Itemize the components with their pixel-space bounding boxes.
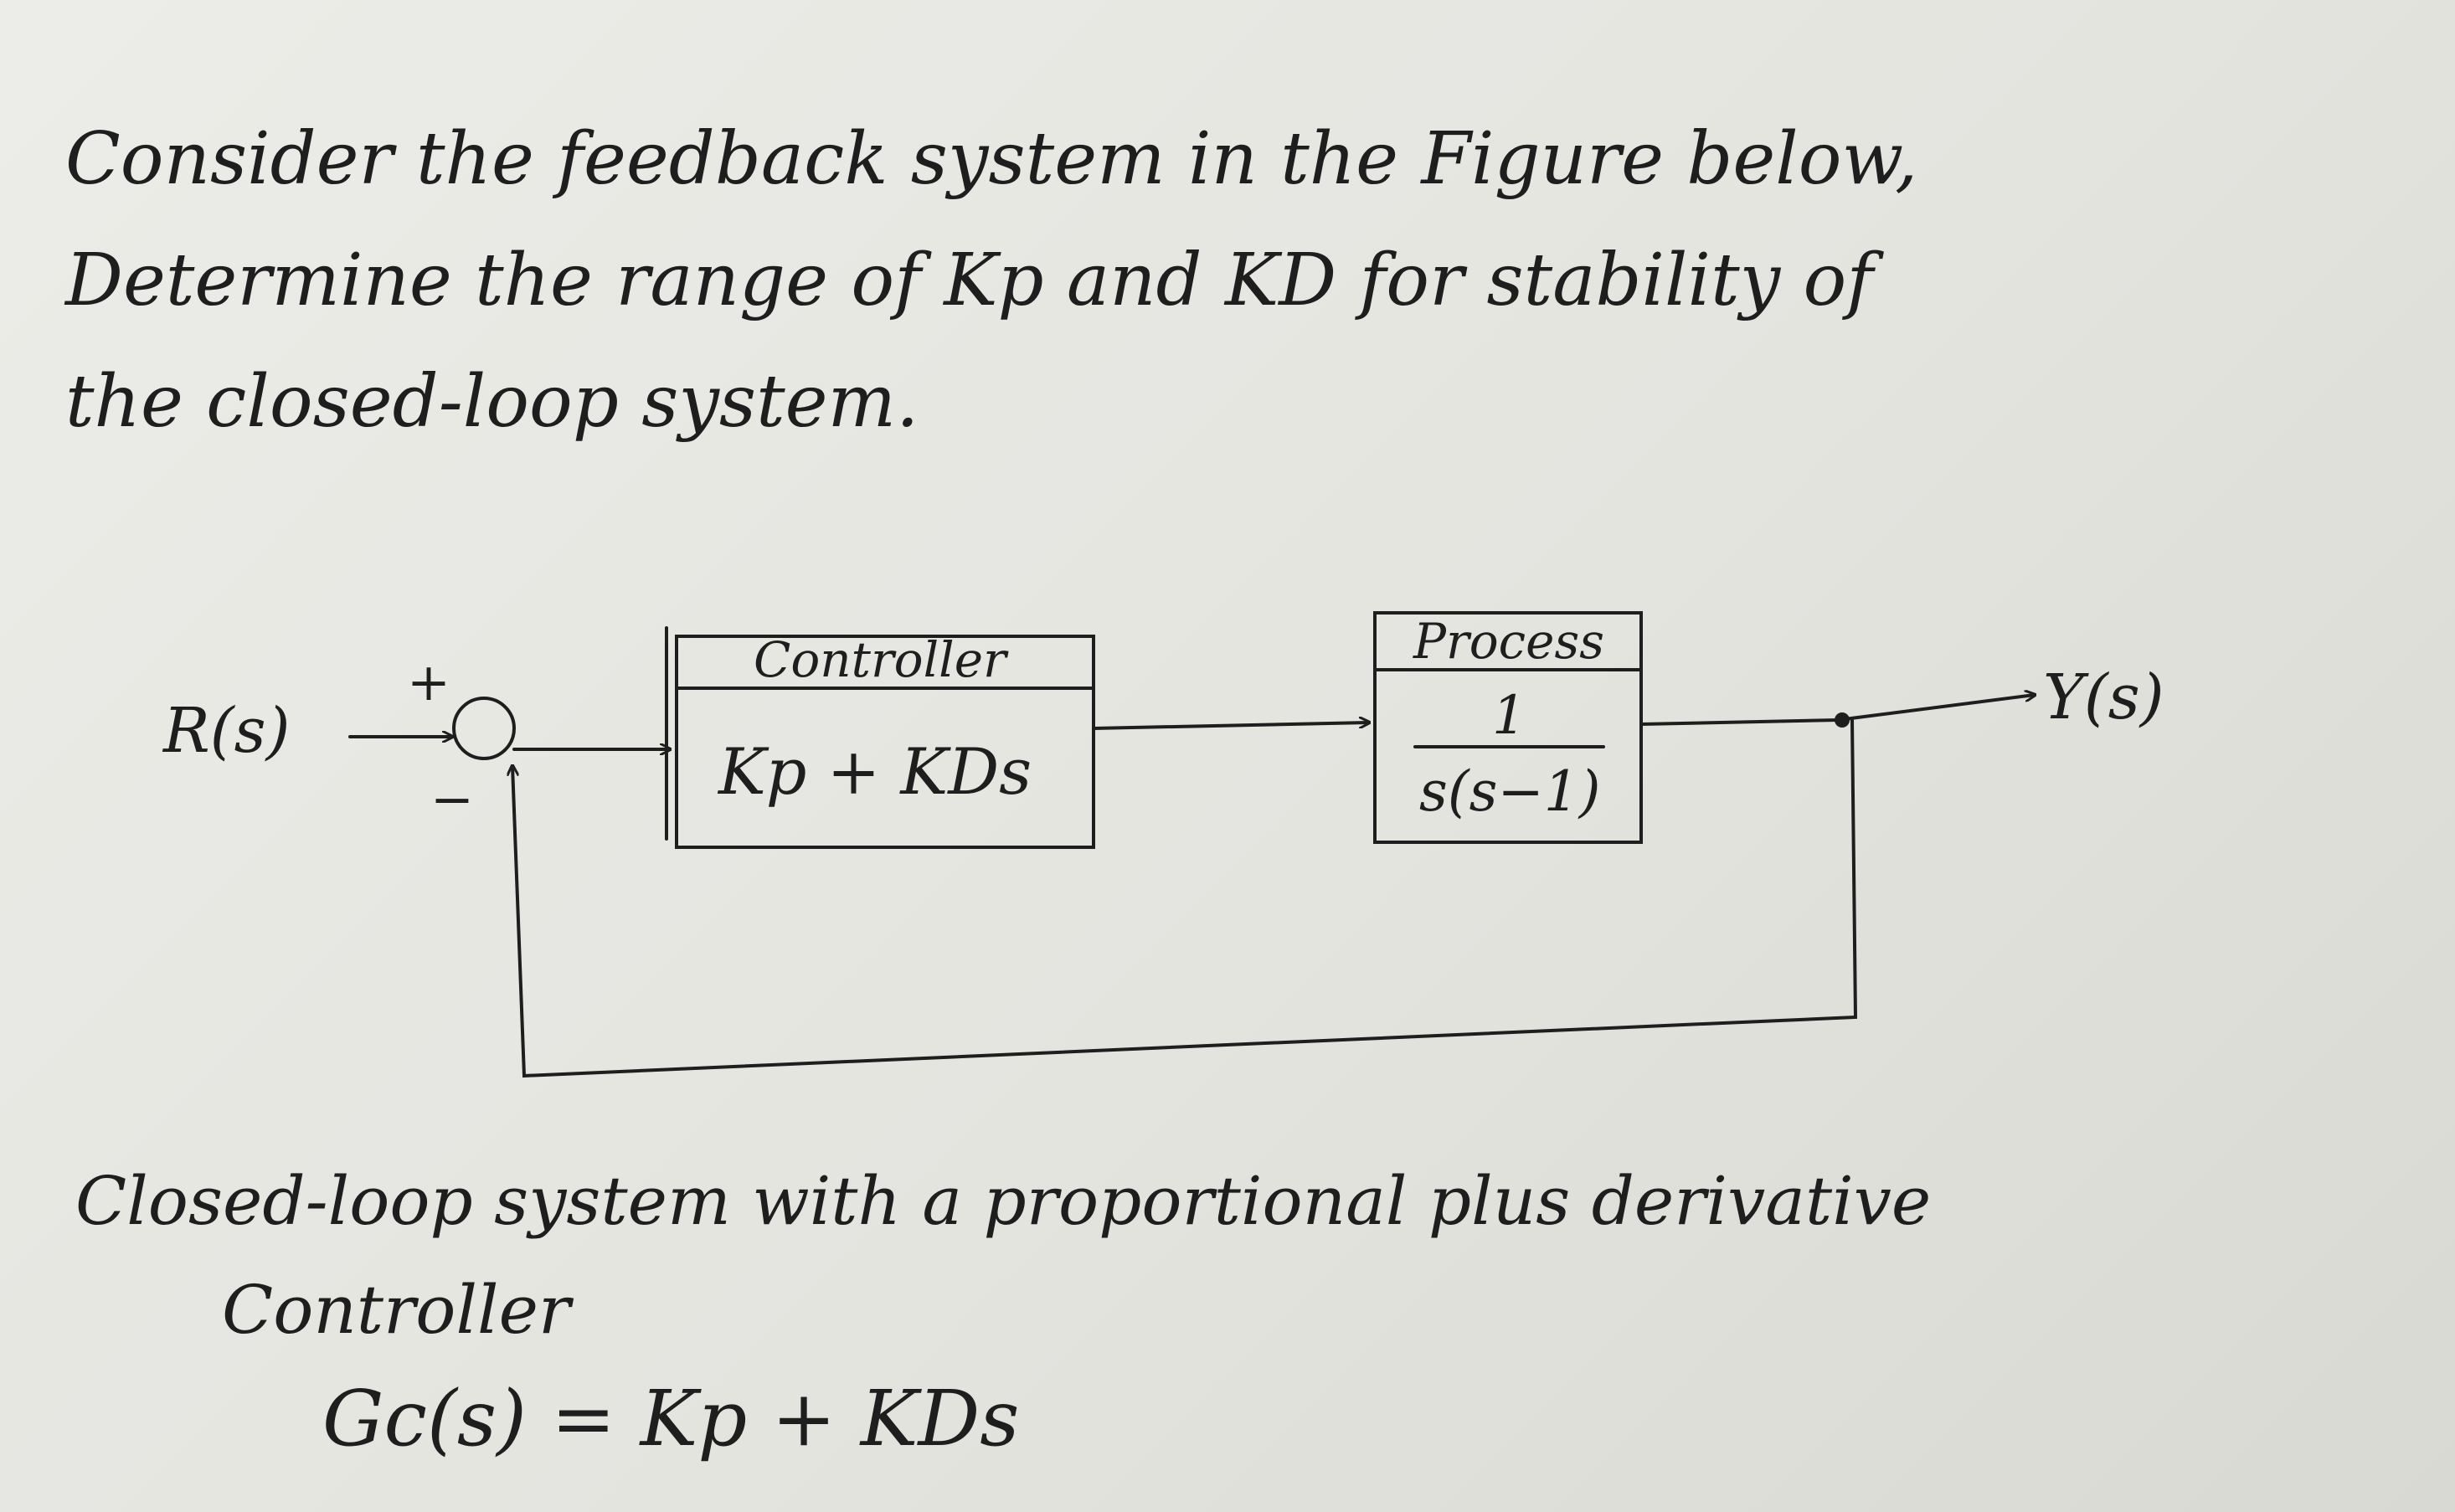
problem-line-2: Determine the range of Kp and KD for sta… [65,239,1874,322]
input-label: R(s) [162,695,290,767]
minus-sign: − [430,769,474,830]
problem-line-1: Consider the feedback system in the Figu… [65,117,1918,201]
process-denominator: s(s−1) [1419,759,1601,824]
controller-transfer-function: Kp + KDs [717,734,1032,809]
process-title: Process [1413,613,1604,670]
caption-controller-word: Controller [222,1271,571,1349]
controller-equation: Gc(s) = Kp + KDs [322,1374,1020,1463]
controller-block [675,635,1095,849]
output-label: Y(s) [2043,661,2164,733]
problem-statement: Consider the feedback system in the Figu… [65,99,2393,463]
plus-sign: + [407,651,450,712]
takeoff-point [1835,712,1850,728]
caption: Closed-loop system with a proportional p… [75,1147,2420,1473]
caption-line-1: Closed-loop system with a proportional p… [75,1162,1932,1240]
controller-title: Controller [754,631,1009,688]
process-numerator: 1 [1492,685,1526,747]
problem-line-3: the closed-loop system. [65,360,919,444]
control-signal-line [1092,723,1369,730]
summing-junction [452,697,516,760]
feedback-path [512,718,1858,1078]
process-block [1373,611,1643,844]
